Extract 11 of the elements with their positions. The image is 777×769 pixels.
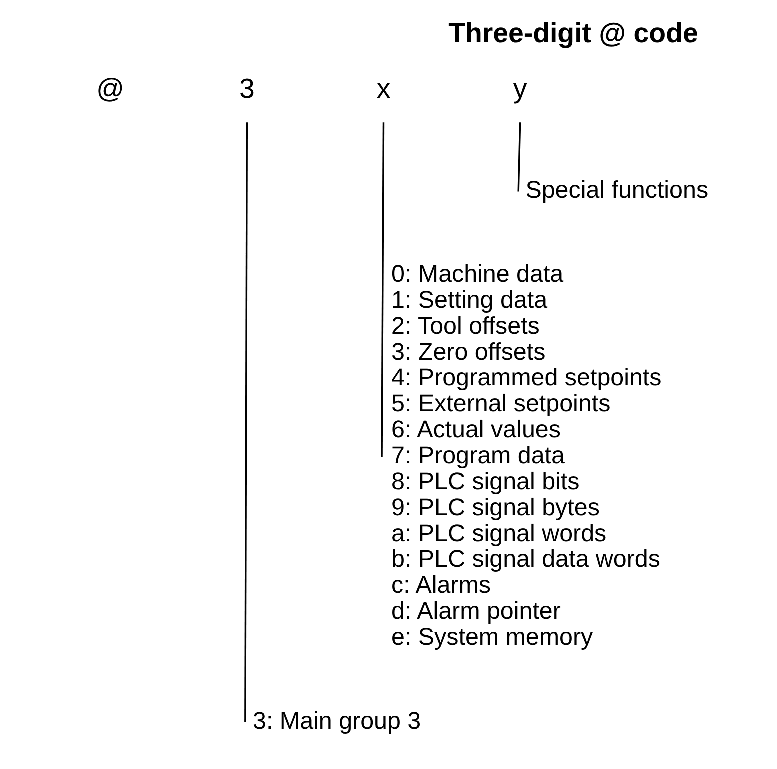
connector — [244, 122, 248, 722]
node-text: x — [376, 73, 391, 104]
label: @ — [96, 73, 125, 104]
node-text: 3 — [239, 73, 255, 104]
diagram-title: Three-digit @ code — [448, 18, 698, 49]
connector — [518, 122, 522, 192]
node-text: Special functions — [526, 177, 709, 204]
node-text: 0: Machine data 1: Setting data 2: Tool offsets 3: Zero offsets 4: Programmed setpoints 5: External setpoints 6: Actual values 7: Program data 8: PLC signal bits 9: PLC signal bytes a: PLC signal words b: PLC signal data words c: Alarms d: Alarm pointer e: System memory — [392, 260, 662, 652]
node-text: y — [513, 73, 528, 104]
node-text: 3: Main group 3 — [253, 708, 422, 735]
connector — [381, 122, 385, 458]
